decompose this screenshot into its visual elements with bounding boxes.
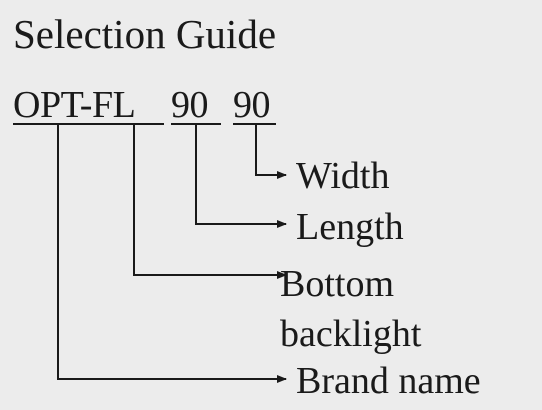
diagram-title: Selection Guide — [13, 11, 277, 57]
label-brand-name: Brand name — [296, 360, 481, 402]
label-width: Width — [296, 155, 390, 197]
code-length-segment: 90 — [171, 84, 209, 126]
label-bottom-backlight: Bottom backlight — [280, 263, 422, 355]
code-width-segment: 90 — [233, 84, 271, 126]
connector-length — [195, 124, 287, 228]
connector-bottom-backlight — [133, 124, 287, 279]
connector-brand-name — [57, 124, 287, 383]
label-length: Length — [296, 206, 404, 248]
connector-width — [255, 124, 287, 179]
code-brand-segment: OPT-FL — [13, 84, 136, 126]
